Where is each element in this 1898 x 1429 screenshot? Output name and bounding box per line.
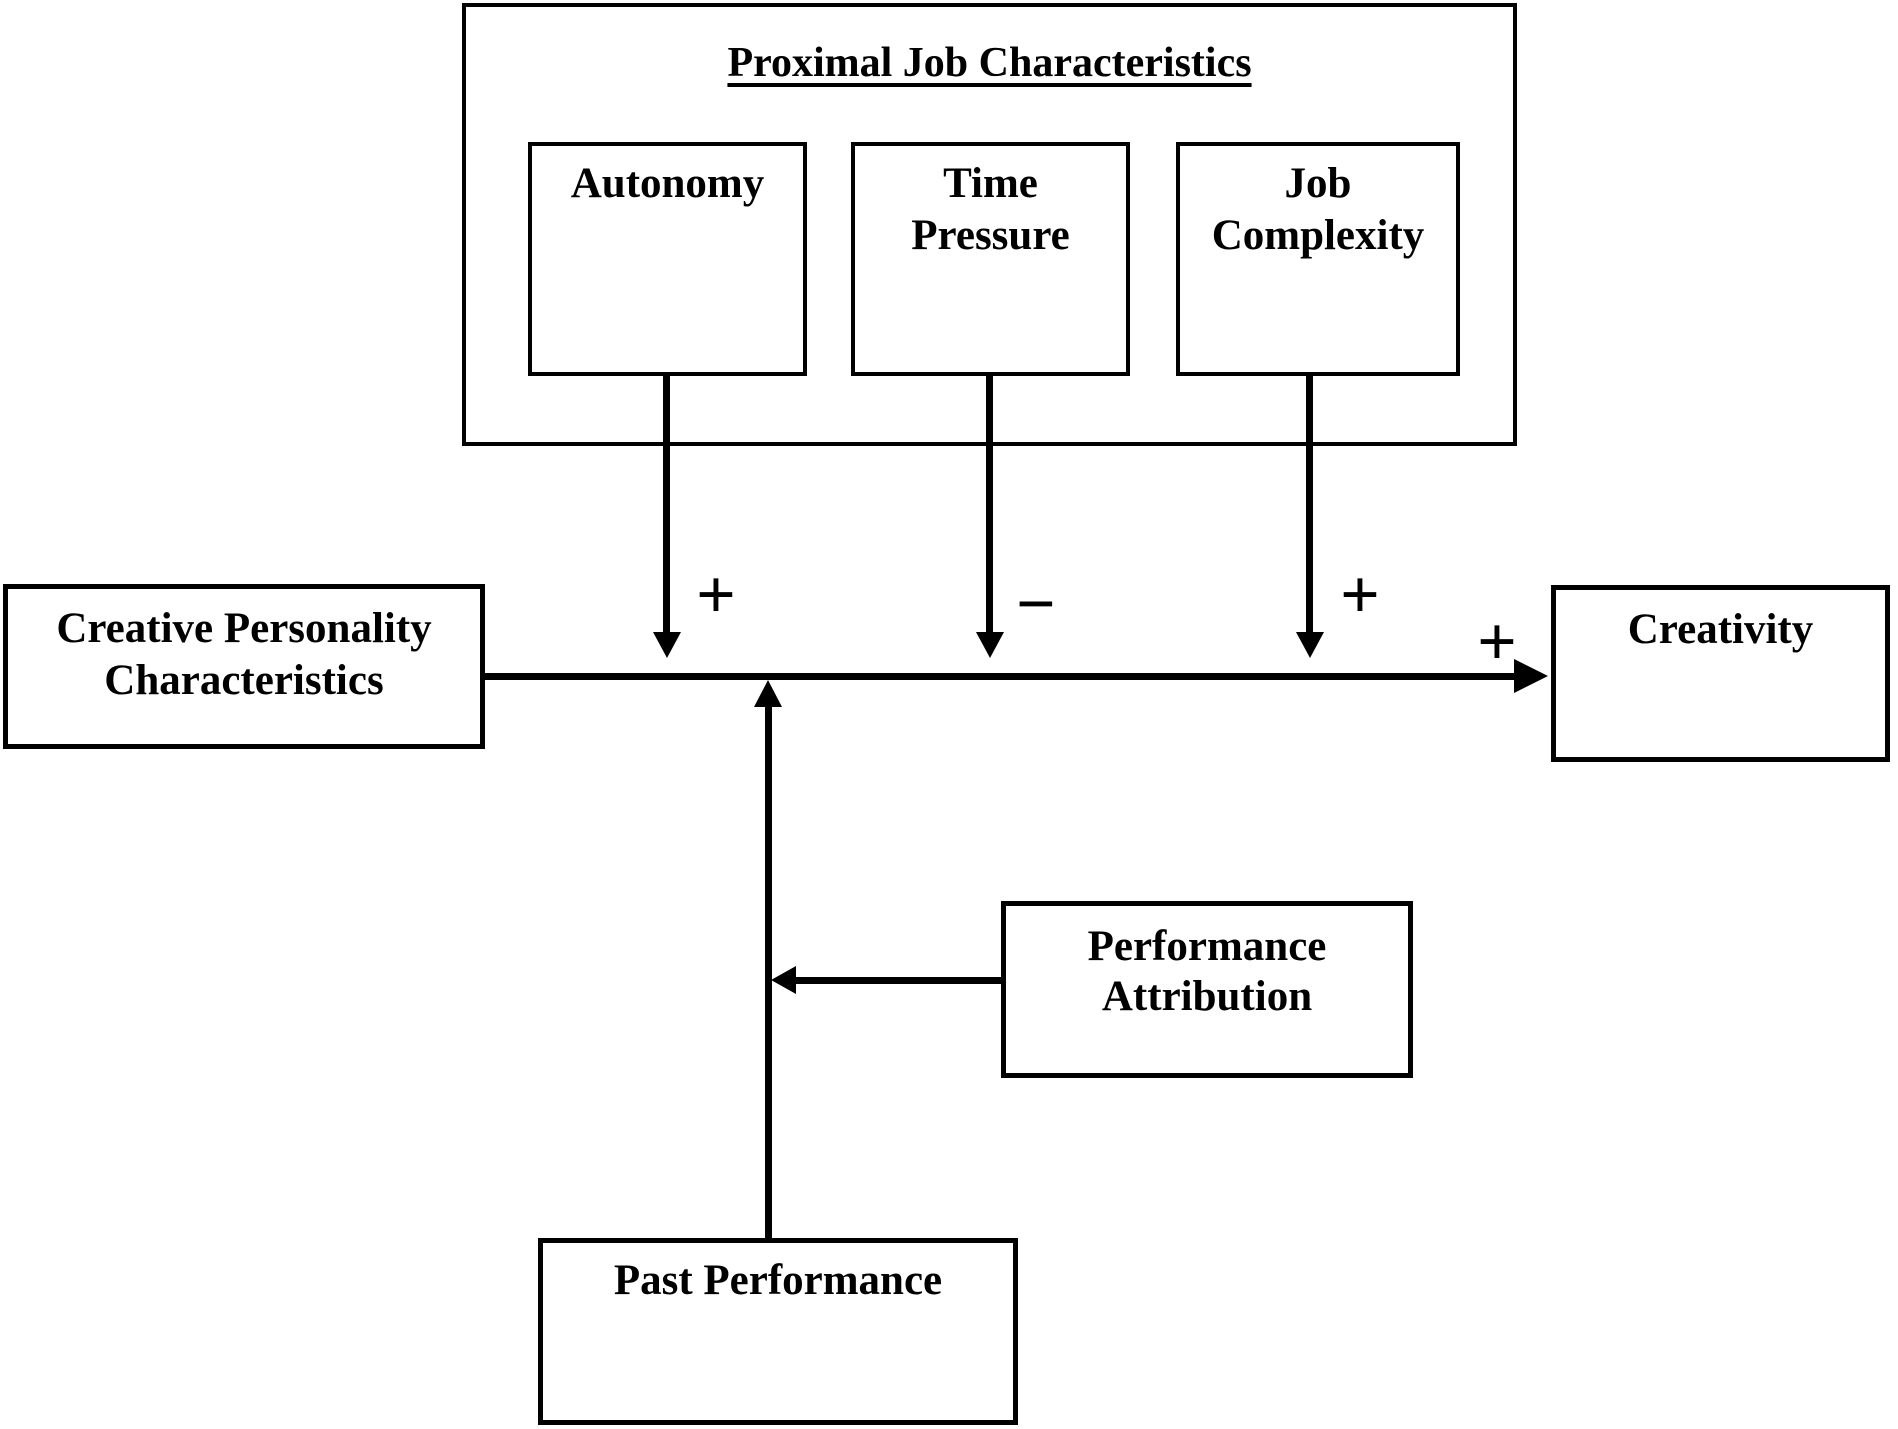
main-path-line — [485, 673, 1515, 680]
autonomy-box: Autonomy — [528, 142, 807, 376]
past-performance-label: Past Performance — [613, 1257, 943, 1304]
job-complexity-arrowhead-icon — [1296, 632, 1324, 658]
time-pressure-box: Time Pressure — [851, 142, 1130, 376]
autonomy-arrowhead-icon — [653, 632, 681, 658]
performance-attribution-label-line1: Performance — [1087, 923, 1327, 970]
performance-attribution-label-line2: Attribution — [1101, 973, 1313, 1020]
past-performance-box: Past Performance — [538, 1238, 1018, 1425]
time-pressure-arrow-stem — [986, 372, 993, 632]
autonomy-arrow-stem — [663, 372, 670, 632]
time-pressure-moderation-sign: − — [1016, 566, 1056, 643]
creativity-box: Creativity — [1551, 585, 1890, 762]
past-performance-arrow-stem — [765, 705, 772, 1238]
past-performance-arrowhead-icon — [754, 680, 782, 707]
creativity-label: Creativity — [1627, 606, 1814, 653]
creative-personality-label-line2: Characteristics — [104, 657, 384, 704]
job-complexity-box: Job Complexity — [1176, 142, 1460, 376]
job-complexity-arrow-stem — [1306, 372, 1313, 632]
creative-personality-box: Creative Personality Characteristics — [3, 584, 485, 749]
job-complexity-moderation-sign: + — [1340, 557, 1380, 634]
diagram-title: Proximal Job Characteristics — [727, 40, 1252, 86]
time-pressure-label-line2: Pressure — [911, 212, 1070, 259]
job-complexity-label-line2: Complexity — [1211, 212, 1425, 259]
creative-personality-label-line1: Creative Personality — [56, 605, 432, 652]
autonomy-moderation-sign: + — [696, 557, 736, 634]
time-pressure-label-line1: Time — [943, 160, 1038, 207]
main-path-sign: + — [1477, 604, 1517, 681]
performance-attribution-arrowhead-icon — [771, 966, 796, 994]
main-path-arrowhead-icon — [1514, 659, 1548, 693]
performance-attribution-box: Performance Attribution — [1001, 901, 1413, 1078]
job-complexity-label-line1: Job — [1284, 160, 1352, 207]
time-pressure-arrowhead-icon — [976, 632, 1004, 658]
performance-attribution-arrow-line — [794, 977, 1001, 984]
autonomy-label: Autonomy — [570, 160, 765, 207]
